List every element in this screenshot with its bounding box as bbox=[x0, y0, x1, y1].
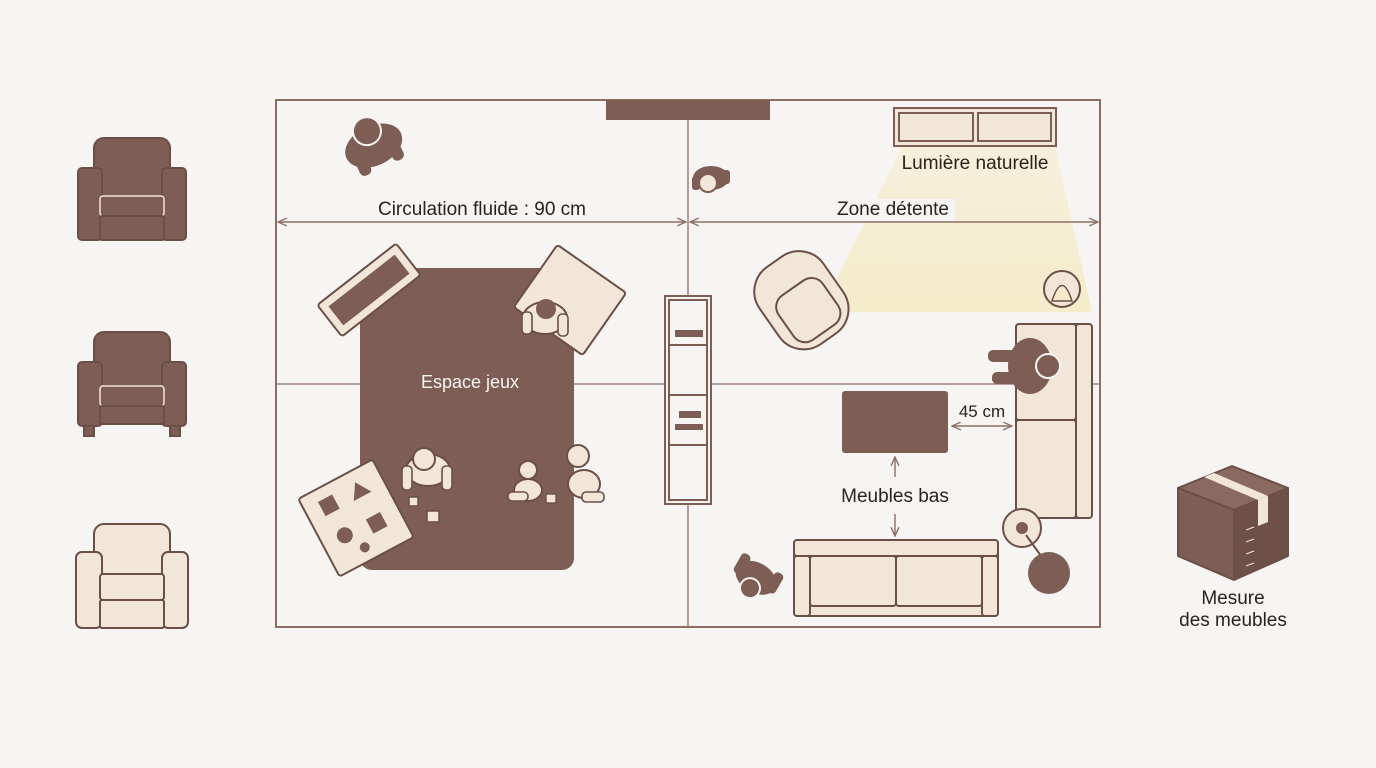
armchair-legged-icon bbox=[77, 331, 187, 437]
clearance-label: 45 cm bbox=[952, 402, 1012, 422]
person-on-sofa bbox=[988, 338, 1061, 394]
coffee-table bbox=[842, 391, 948, 453]
natural-light-label: Lumière naturelle bbox=[901, 153, 1049, 174]
person-bottomleft bbox=[733, 553, 784, 600]
relax-armchair bbox=[753, 250, 850, 351]
measure-label-line1: Mesure bbox=[1201, 588, 1265, 609]
person-small-top bbox=[692, 166, 730, 193]
cardboard-box-icon bbox=[1177, 465, 1289, 581]
door bbox=[606, 100, 770, 120]
toy-block bbox=[426, 510, 440, 523]
circulation-label: Circulation fluide : 90 cm bbox=[371, 199, 593, 221]
light-beam bbox=[820, 142, 1092, 312]
bench bbox=[317, 243, 421, 337]
play-area-label: Espace jeux bbox=[420, 372, 520, 392]
children-playing bbox=[507, 444, 605, 504]
floor-lamp bbox=[1043, 270, 1081, 308]
bookshelf bbox=[664, 295, 712, 505]
person-playing-left bbox=[401, 447, 453, 491]
low-furniture-label: Meubles bas bbox=[835, 486, 955, 508]
armchair-dark-icon bbox=[77, 137, 187, 241]
measure-label-line2: des meubles bbox=[1179, 610, 1287, 631]
person-topleft bbox=[345, 116, 404, 176]
room-plan bbox=[275, 99, 1101, 628]
armchair-light-icon bbox=[75, 523, 189, 629]
shape-board bbox=[298, 459, 414, 577]
side-lamp bbox=[1002, 508, 1045, 561]
relax-zone-label: Zone détente bbox=[831, 199, 955, 221]
toy-block bbox=[408, 496, 419, 507]
person-at-table bbox=[521, 299, 569, 337]
sofa-horizontal bbox=[793, 539, 999, 617]
round-stool bbox=[1028, 552, 1070, 594]
window bbox=[893, 107, 1057, 147]
